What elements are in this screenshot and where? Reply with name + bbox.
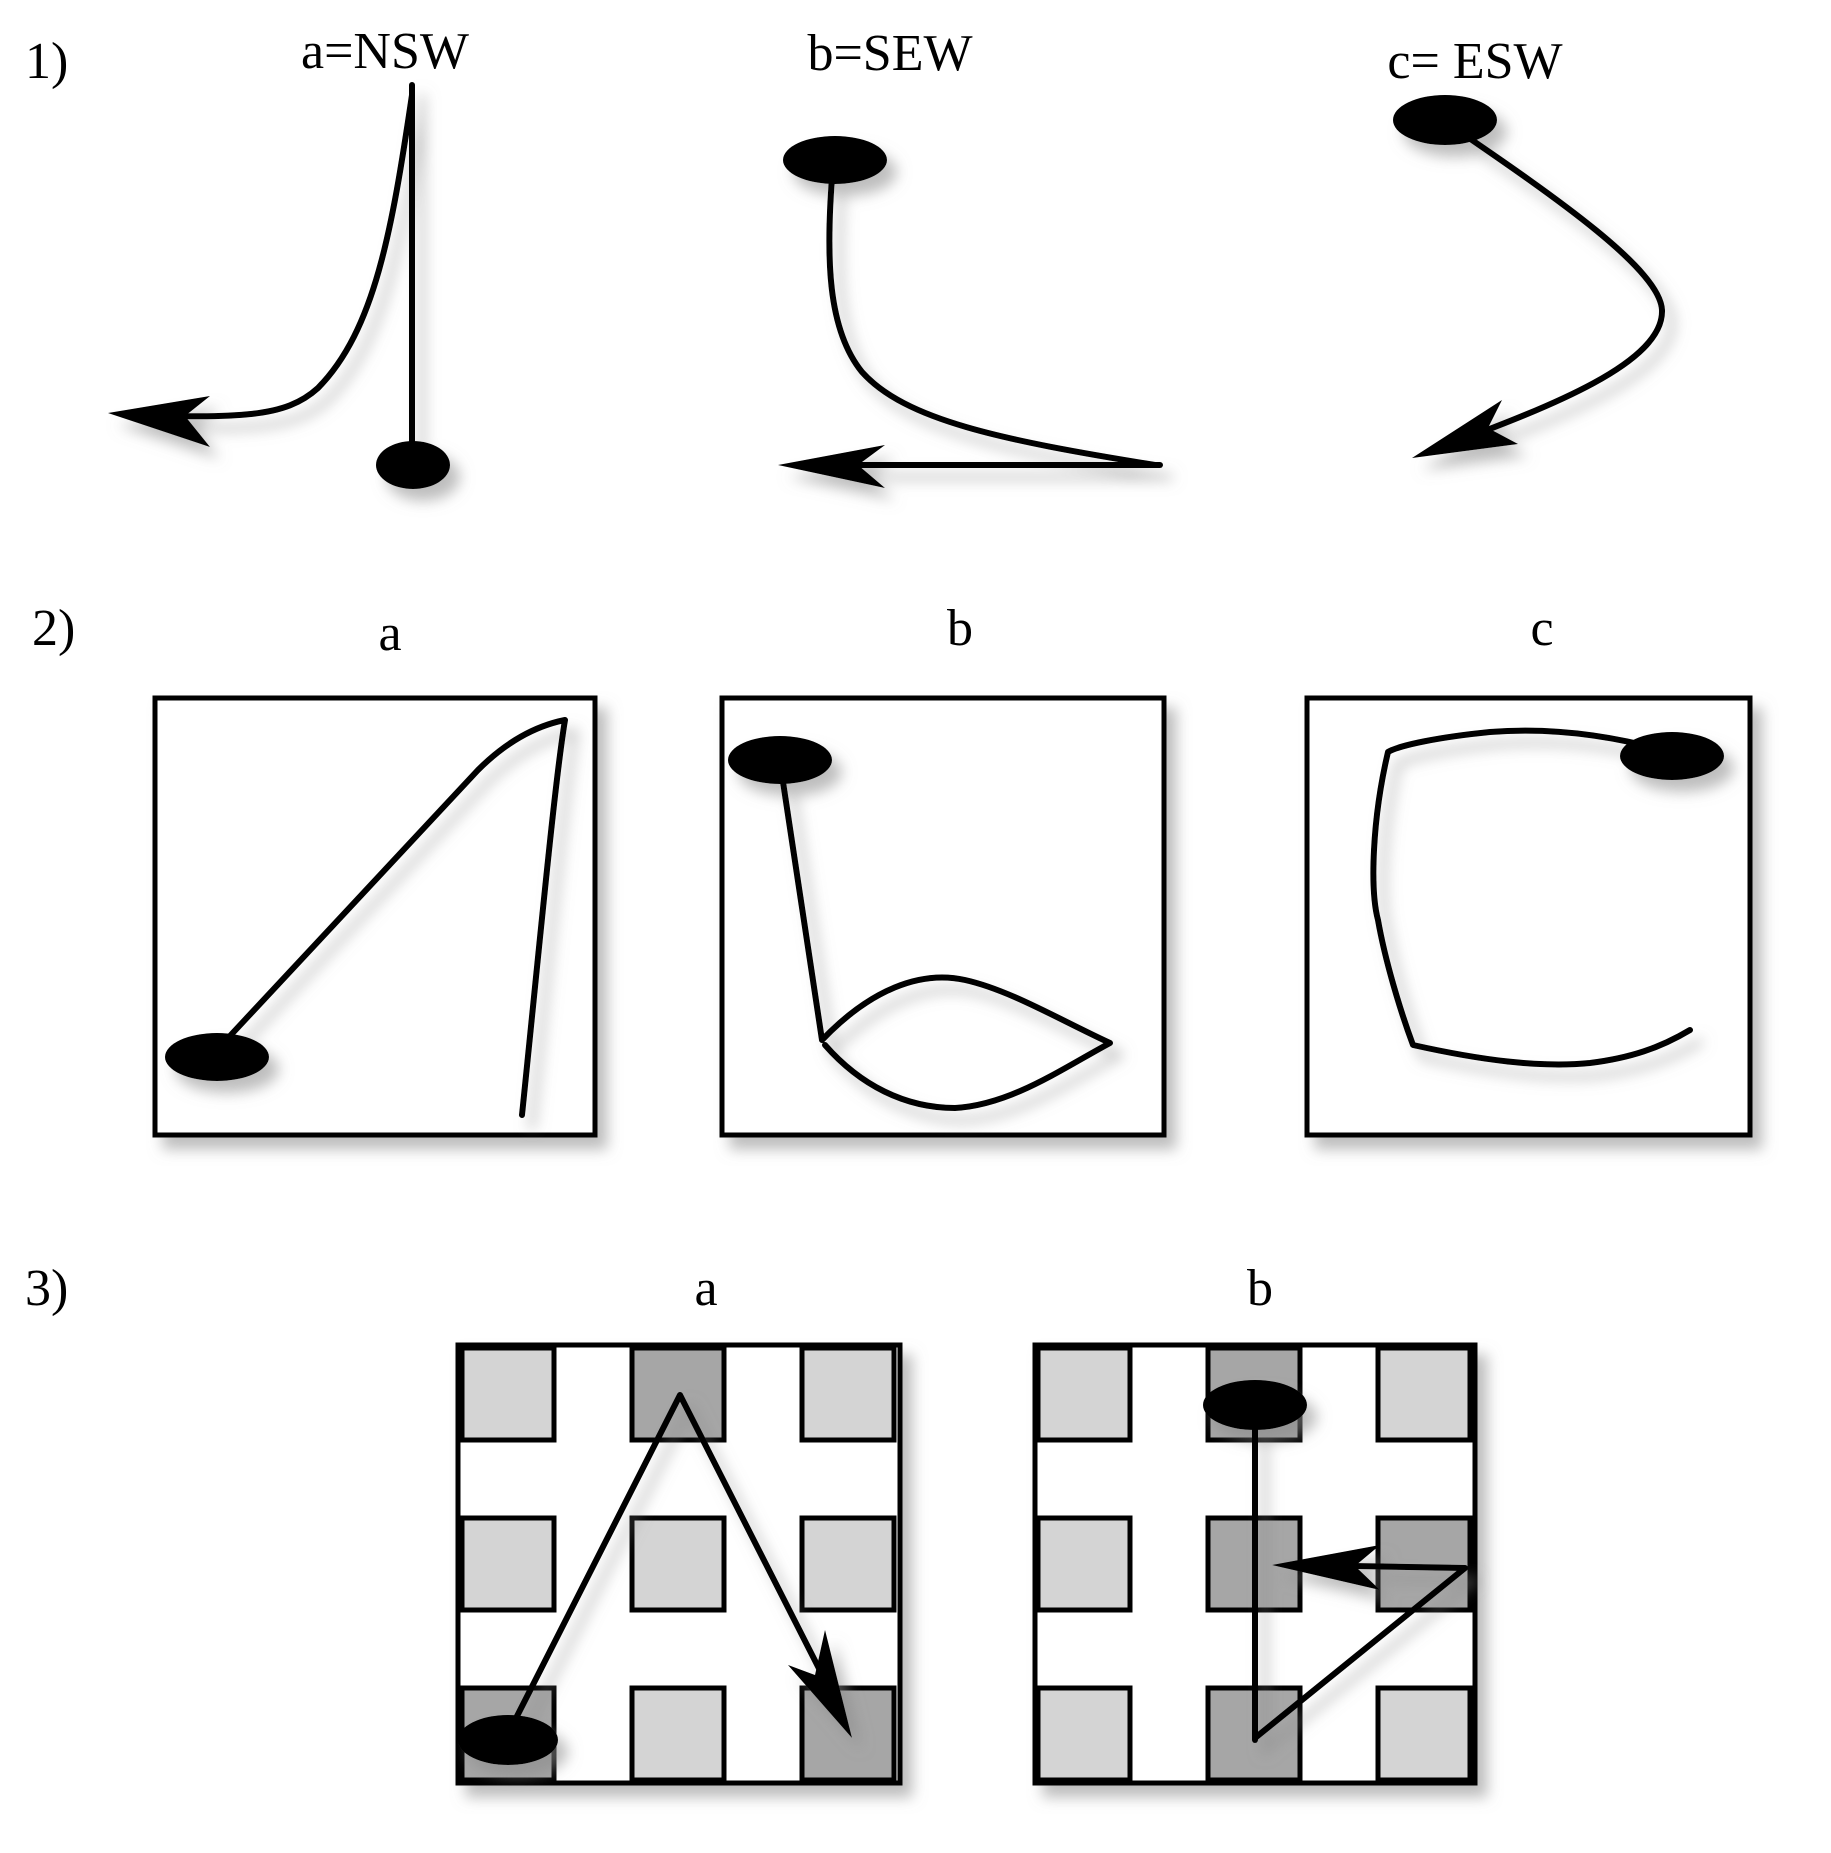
- path-b-start-dot: [783, 136, 887, 184]
- path-b-curve: [826, 162, 1158, 468]
- box-b: [719, 695, 1167, 1138]
- path-b-sew: [778, 136, 1163, 488]
- box-c-start-dot: [1620, 732, 1724, 780]
- section-1-label-b: b=SEW: [807, 25, 972, 82]
- grid-b-arrowhead: [1272, 1545, 1380, 1590]
- grid-b-cell-r0-c2: [1375, 1345, 1473, 1443]
- box-b-frame: [719, 695, 1167, 1138]
- section-3-number: 3): [25, 1260, 68, 1317]
- grid-a-cell-r2-c2: [799, 1685, 897, 1783]
- box-c: [1304, 695, 1753, 1138]
- path-c-arrowhead: [1412, 400, 1518, 458]
- grid-b-cell-r2-c0: [1035, 1685, 1133, 1783]
- path-b-arrowhead: [778, 445, 885, 488]
- grid-b-cell-r0-c0: [1035, 1345, 1133, 1443]
- grid-a: [455, 1342, 903, 1786]
- section-2-label-b: b: [947, 600, 973, 657]
- grid-a-cell-r0-c2: [799, 1345, 897, 1443]
- section-1-label-c: c= ESW: [1387, 33, 1562, 90]
- box-a-route: [212, 717, 568, 1118]
- grid-a-cell-r0-c0: [459, 1345, 557, 1443]
- grid-b: [1032, 1342, 1478, 1786]
- box-a-start-dot: [165, 1033, 269, 1081]
- section-2-label-c: c: [1530, 600, 1553, 657]
- grid-b-cell-r1-c0: [1035, 1515, 1133, 1613]
- box-b-route: [777, 759, 1113, 1111]
- box-a: [152, 695, 598, 1138]
- grid-a-cell-r1-c0: [459, 1515, 557, 1613]
- grid-a-arrowhead: [788, 1630, 852, 1738]
- path-a-curve: [122, 92, 415, 420]
- path-c-curve: [1437, 122, 1666, 451]
- grid-a-cell-r1-c2: [799, 1515, 897, 1613]
- section-3-label-a: a: [694, 1260, 717, 1317]
- section-2: 2) a b c: [32, 600, 1790, 1219]
- section-3-label-b: b: [1247, 1260, 1273, 1317]
- section-2-number: 2): [32, 600, 75, 657]
- grid-a-route: [507, 1392, 838, 1733]
- box-c-route: [1370, 727, 1693, 1068]
- section-2-label-a: a: [378, 605, 401, 662]
- path-c-start-dot: [1393, 95, 1497, 145]
- grid-b-cell-r2-c2: [1375, 1685, 1473, 1783]
- box-b-start-dot: [728, 736, 832, 784]
- section-3: 3) a b: [25, 1260, 1478, 1786]
- grid-a-start-dot: [458, 1715, 558, 1765]
- path-a-arrowhead: [108, 396, 210, 447]
- path-c-esw: [1393, 95, 1666, 458]
- grid-a-cell-r2-c1: [629, 1685, 727, 1783]
- section-1-label-a: a=NSW: [301, 23, 469, 80]
- section-1: 1) a=NSW b=SEW c= ESW: [25, 23, 1770, 538]
- path-a-nsw: [108, 82, 450, 489]
- grid-b-start-dot: [1203, 1380, 1307, 1430]
- path-a-start-dot: [376, 441, 450, 489]
- section-1-number: 1): [25, 33, 68, 90]
- grid-a-cells: [459, 1345, 897, 1783]
- grid-a-cell-r1-c1: [629, 1515, 727, 1613]
